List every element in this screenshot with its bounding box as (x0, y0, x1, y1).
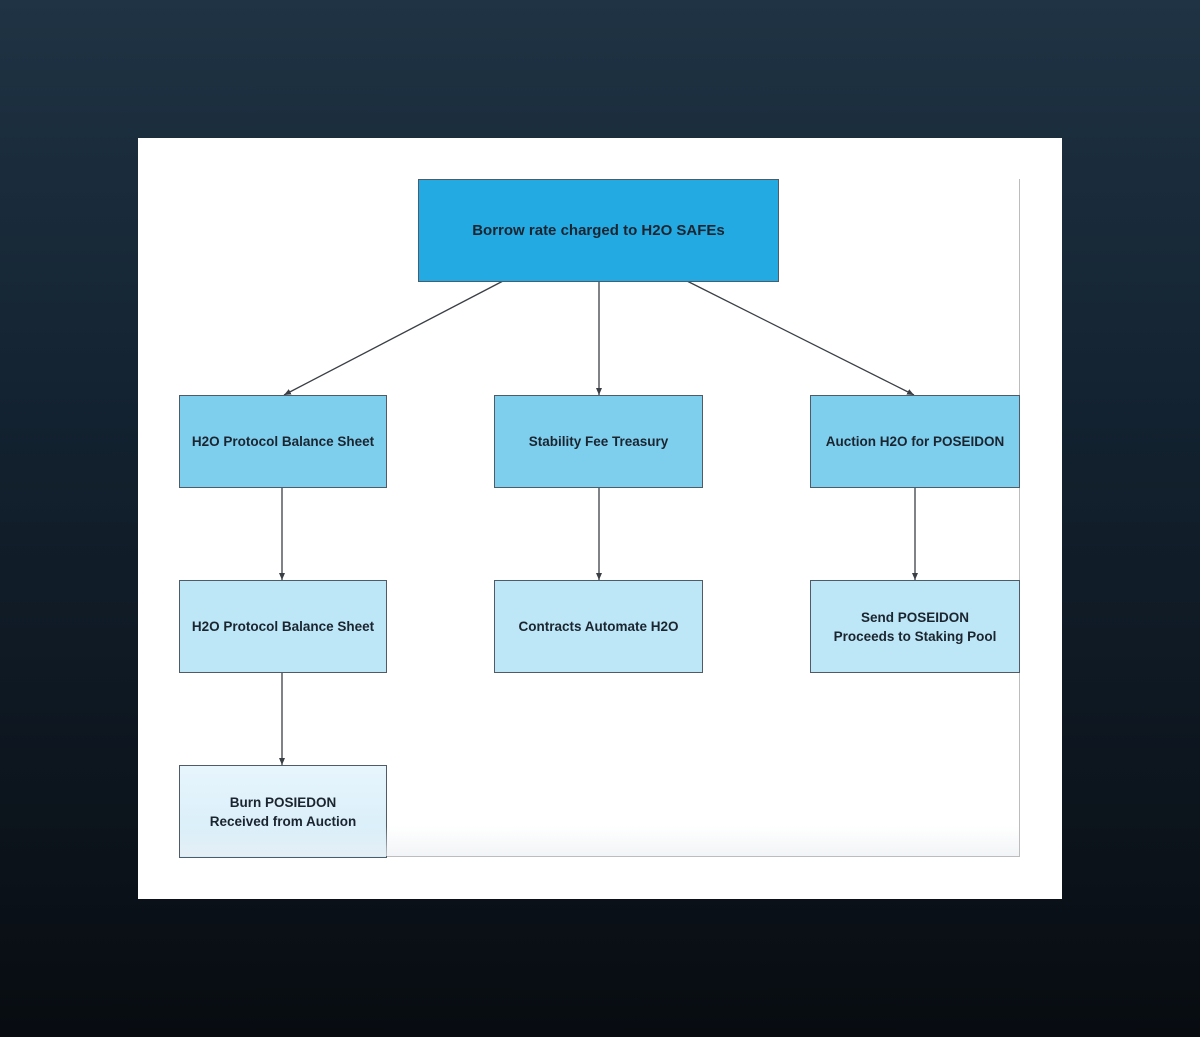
node-auction-h2o-for-poseidon: Auction H2O for POSEIDON (810, 395, 1020, 488)
node-send-poseidon-proceeds: Send POSEIDON Proceeds to Staking Pool (810, 580, 1020, 673)
node-h2o-protocol-balance-sheet: H2O Protocol Balance Sheet (179, 395, 387, 488)
node-h2o-protocol-balance-sheet-2: H2O Protocol Balance Sheet (179, 580, 387, 673)
root-node: Borrow rate charged to H2O SAFEs (418, 179, 779, 282)
node-stability-fee-treasury: Stability Fee Treasury (494, 395, 703, 488)
node-contracts-automate-h2o: Contracts Automate H2O (494, 580, 703, 673)
node-burn-posiedon-received: Burn POSIEDON Received from Auction (179, 765, 387, 858)
